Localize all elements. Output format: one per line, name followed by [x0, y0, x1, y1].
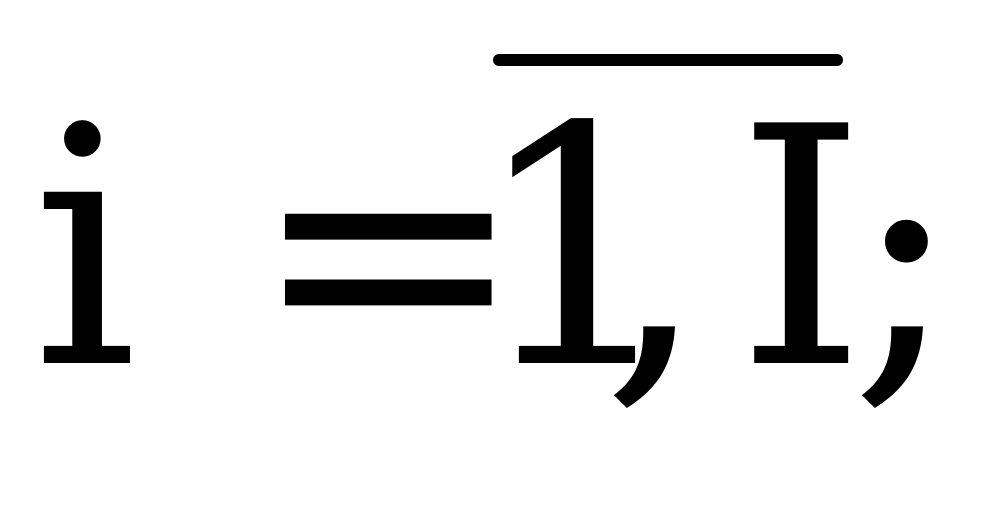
range-separator: , [602, 57, 707, 441]
equals-sign: = [250, 57, 527, 441]
variable-i: i [32, 57, 138, 441]
range-overline [493, 54, 843, 66]
range-start: 1 [472, 57, 682, 441]
range-end: I [736, 57, 867, 441]
terminator-semicolon: ; [850, 57, 962, 441]
